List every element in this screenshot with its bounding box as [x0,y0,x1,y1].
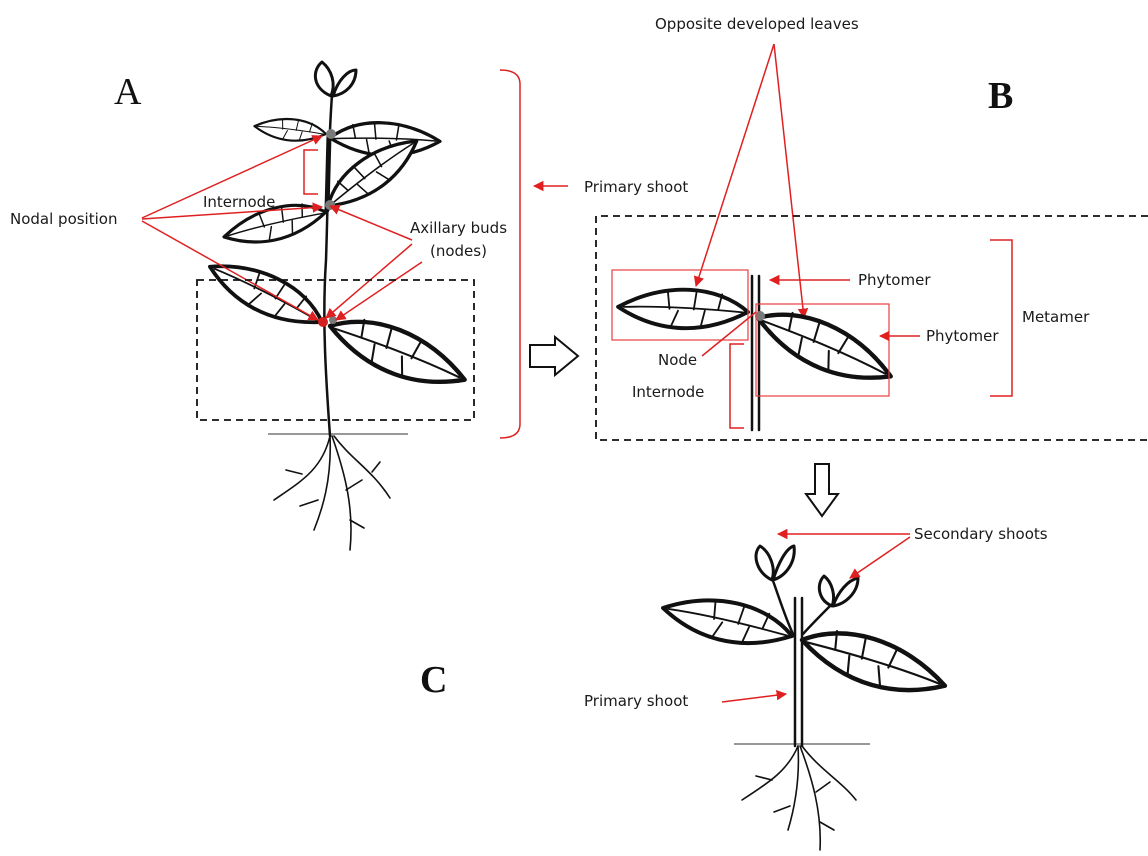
phytomer-label-right: Phytomer [926,327,999,345]
leaf-a-6 [327,290,468,415]
internode-label-b: Internode [632,383,704,401]
axillary-buds-label-1: Axillary buds [410,219,507,237]
axillary-arrow-1 [330,206,412,240]
nodal-position-label: Nodal position [10,210,117,228]
node-label-b: Node [658,351,697,369]
axillary-arrow-2 [326,244,412,318]
internode-bracket-b [730,344,744,428]
opposite-arrow-2 [774,44,804,318]
node-dot-a-1 [326,129,336,139]
primary-shoot-bracket [500,70,520,438]
primary-shoot-arrow-c [722,694,786,702]
leaf-b-right [755,283,894,411]
panel-b-letter: B [988,75,1013,117]
transition-arrow-a-to-b [530,337,578,375]
leaf-c-left [663,595,793,650]
secondary-arrow-right [850,537,910,578]
node-dot-a-4 [329,316,337,324]
axillary-buds-label-2: (nodes) [430,242,487,260]
secondary-shoot-stem-right [803,604,832,634]
panel-c-letter: C [420,659,447,701]
metamer-label: Metamer [1022,308,1090,326]
leaf-c-right [799,601,948,725]
panel-a: A [10,62,688,550]
panel-a-letter: A [114,71,142,113]
roots-c [742,746,856,850]
leaf-a-5 [203,262,329,326]
internode-label-a: Internode [203,193,275,211]
apical-bud-a [315,62,356,96]
internode-bracket-a [304,150,318,194]
roots-a [274,436,390,550]
opposite-arrow-1 [696,44,774,286]
primary-shoot-label-c: Primary shoot [584,692,688,710]
panel-b: B Opposite developed leaves Phytomer Phy… [596,15,1148,440]
secondary-shoot-right [819,576,858,606]
node-dot-a-2 [325,200,335,210]
metamer-bracket [990,240,1012,396]
secondary-shoot-left [756,546,794,580]
leaf-a-1 [254,112,326,149]
secondary-shoots-label: Secondary shoots [914,525,1048,543]
transition-arrow-b-to-c [806,464,838,516]
leaf-b-left [617,272,749,346]
opposite-leaves-label: Opposite developed leaves [655,15,859,33]
axillary-arrow-3 [336,262,422,320]
phytomer-label-top: Phytomer [858,271,931,289]
primary-shoot-label-a: Primary shoot [584,178,688,196]
panel-c: C Secondary shoot [420,525,1048,850]
